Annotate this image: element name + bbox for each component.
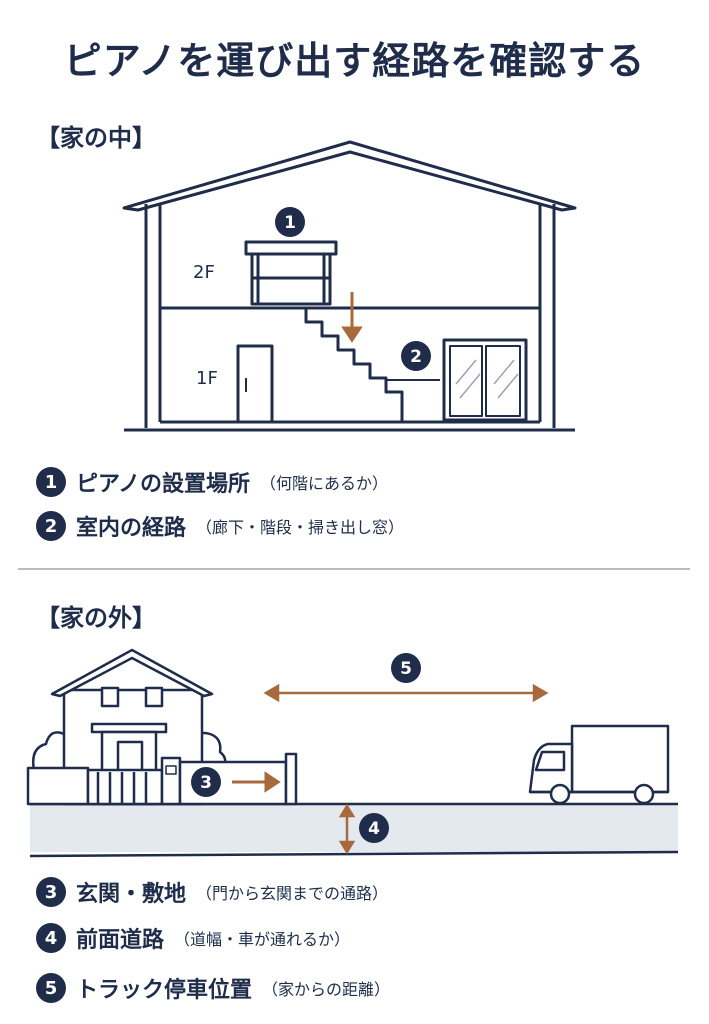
staircase	[304, 308, 404, 422]
legend-label-5: トラック停車位置	[76, 978, 253, 1003]
badge-5: 5	[391, 653, 421, 683]
page-title: ピアノを運び出す経路を確認する	[63, 39, 646, 83]
legend-item-2: 2 室内の経路 （廊下・階段・掃き出し窓）	[36, 510, 404, 542]
legend-note-4: （道幅・車が通れるか）	[174, 930, 351, 949]
legend-label-2: 室内の経路	[76, 516, 187, 541]
sliding-window-icon	[442, 338, 528, 422]
legend-item-3: 3 玄関・敷地 （門から玄関までの通路）	[36, 876, 388, 908]
svg-text:1: 1	[284, 213, 296, 233]
badge-4: 4	[359, 813, 389, 843]
legend-note-2: （廊下・階段・掃き出し窓）	[196, 518, 405, 537]
road-width-arrow-icon	[338, 803, 356, 855]
house-cross-section	[122, 140, 577, 432]
legend-number-4: 4	[36, 923, 66, 953]
svg-text:2: 2	[410, 347, 422, 367]
truck-icon	[528, 724, 670, 805]
right-arrow-icon	[232, 771, 281, 793]
svg-text:3: 3	[200, 773, 212, 793]
legend-note-3: （門から玄関までの通路）	[196, 884, 389, 903]
front-road	[30, 804, 678, 852]
legend-number-1: 1	[36, 467, 66, 497]
svg-text:4: 4	[368, 819, 380, 839]
badge-2: 2	[401, 341, 431, 371]
indoor-heading: 【家の中】	[36, 124, 156, 152]
roof	[122, 140, 577, 212]
legend-note-1: （何階にあるか）	[260, 474, 389, 493]
legend-item-5: 5 トラック停車位置 （家からの距離）	[36, 972, 390, 1004]
legend-number-3: 3	[36, 877, 66, 907]
outdoor-heading: 【家の外】	[36, 604, 156, 632]
svg-text:5: 5	[400, 659, 412, 679]
legend-item-1: 1 ピアノの設置場所 （何階にあるか）	[36, 466, 388, 498]
legend-label-4: 前面道路	[76, 928, 165, 953]
floor-label-1f: 1F	[196, 368, 218, 389]
legend-number-2: 2	[36, 511, 66, 541]
piano-icon	[244, 240, 338, 306]
legend-note-5: （家からの距離）	[262, 980, 391, 999]
down-arrow-icon	[341, 292, 363, 343]
legend-label-3: 玄関・敷地	[76, 882, 187, 907]
door-icon	[236, 344, 274, 424]
legend-item-4: 4 前面道路 （道幅・車が通れるか）	[36, 922, 350, 954]
legend-number-5: 5	[36, 973, 66, 1003]
badge-3: 3	[191, 767, 221, 797]
distance-arrow-icon	[263, 683, 549, 703]
section-divider	[18, 568, 690, 570]
legend-label-1: ピアノの設置場所	[76, 472, 251, 497]
floor-label-2f: 2F	[193, 262, 215, 283]
badge-1: 1	[275, 207, 305, 237]
